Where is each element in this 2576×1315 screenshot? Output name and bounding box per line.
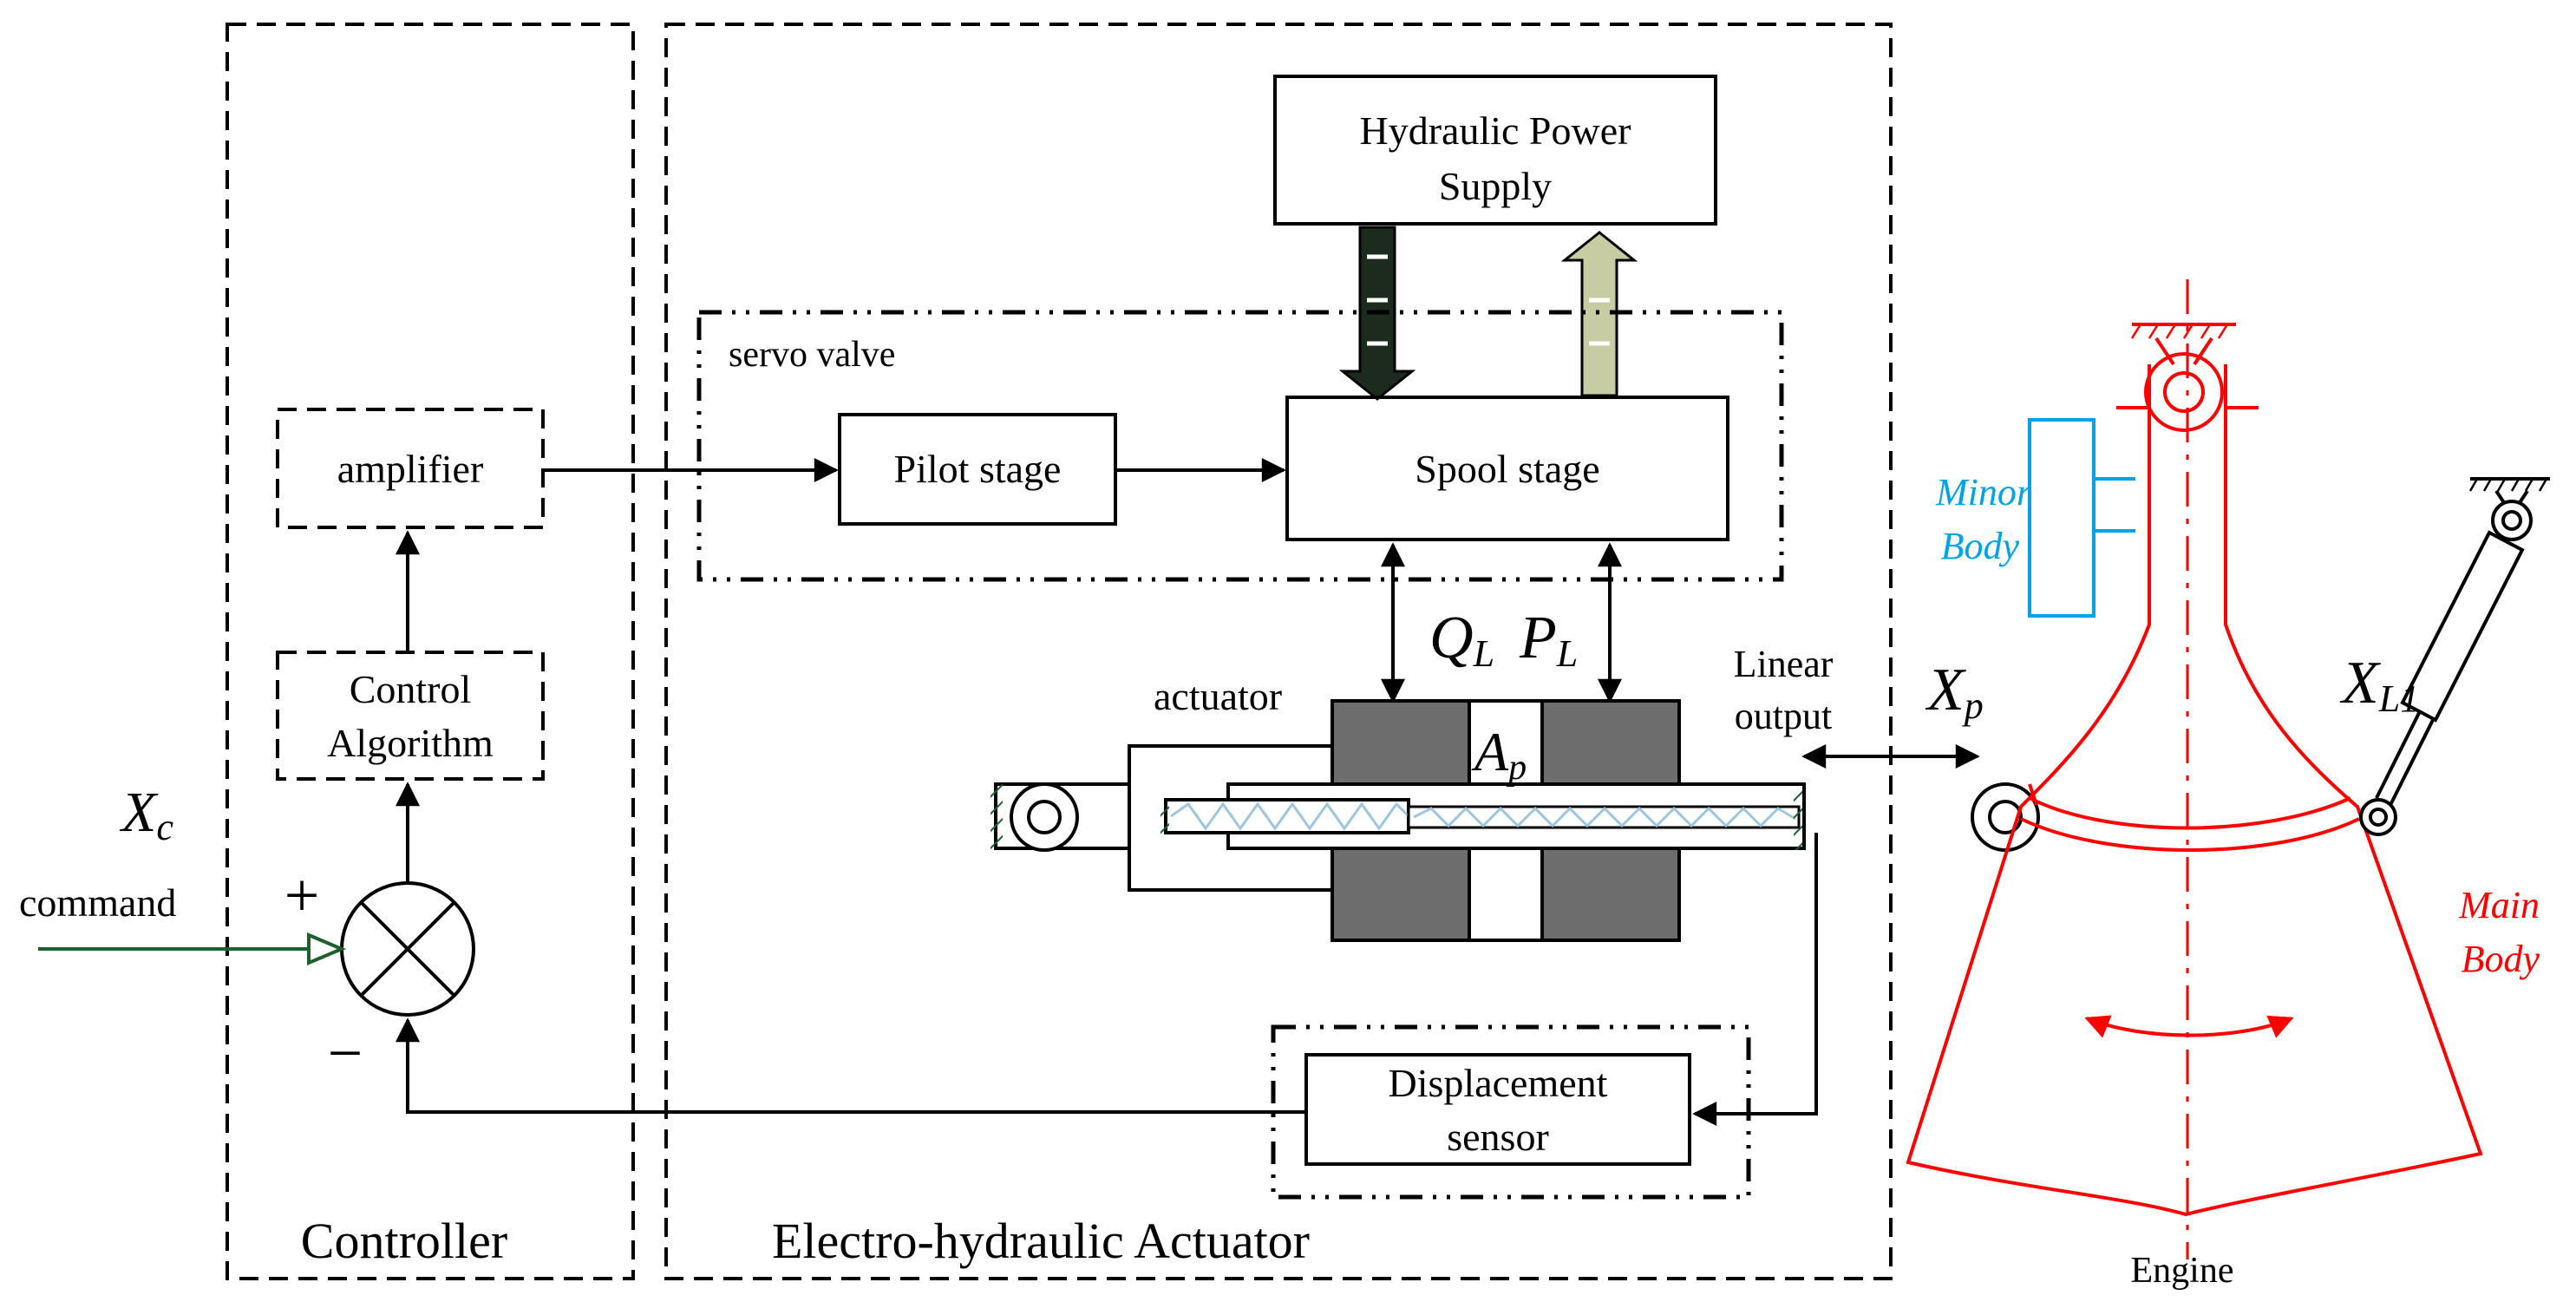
xc-label: Xc xyxy=(119,781,173,848)
engine-label: Engine xyxy=(2131,1251,2234,1291)
second-actuator xyxy=(2359,477,2550,836)
minor-body-label-1: Minor xyxy=(1935,471,2032,514)
pl-label: PL xyxy=(1519,605,1578,675)
displacement-sensor-label-2: sensor xyxy=(1447,1115,1549,1159)
hydraulic-cylinder xyxy=(991,699,2040,942)
servo-valve-label: servo valve xyxy=(729,335,895,375)
displacement-sensor-box xyxy=(1304,1053,1691,1166)
actuator-group-box xyxy=(664,23,1893,1280)
ap-label: Ap xyxy=(1471,721,1527,788)
controller-group-box xyxy=(226,23,635,1280)
main-body-label-2: Body xyxy=(2462,938,2540,980)
main-body-label-1: Main xyxy=(2458,884,2540,926)
pilot-stage-label: Pilot stage xyxy=(894,447,1062,491)
command-label: command xyxy=(19,880,176,925)
spool-stage-label: Spool stage xyxy=(1415,447,1599,491)
summing-junction xyxy=(340,881,475,1017)
minus-sign: − xyxy=(328,1018,363,1088)
rod-to-sensor-line xyxy=(1692,833,1818,1126)
minor-body-label-2: Body xyxy=(1941,525,2020,567)
actuator-label: actuator xyxy=(1154,674,1282,718)
xl1-label: XL1 xyxy=(2339,650,2419,720)
linear-output-label-2: output xyxy=(1735,695,1832,737)
ql-label: QL xyxy=(1429,605,1494,675)
minor-body xyxy=(2028,418,2135,618)
xp-label: Xp xyxy=(1925,657,1984,727)
control-algorithm-label-2: Algorithm xyxy=(327,721,494,765)
amplifier-label: amplifier xyxy=(337,447,484,491)
spool-stage-box xyxy=(1285,396,1729,541)
servo-valve-box xyxy=(696,310,1784,582)
displacement-sensor-label-1: Displacement xyxy=(1389,1061,1608,1105)
hydraulic-power-supply-label-1: Hydraulic Power xyxy=(1360,108,1631,153)
feedback-line xyxy=(396,1017,1306,1114)
plus-sign: + xyxy=(284,860,320,930)
controller-label: Controller xyxy=(301,1213,507,1269)
hydraulic-power-supply-label-2: Supply xyxy=(1439,164,1552,208)
engine-drawing xyxy=(1906,279,2483,1259)
control-algorithm-box xyxy=(276,651,545,781)
displacement-sensor-group-box xyxy=(1271,1024,1751,1200)
linear-output-label-1: Linear xyxy=(1734,643,1834,685)
control-algorithm-label-1: Control xyxy=(350,667,472,711)
actuator-group-label: Electro-hydraulic Actuator xyxy=(772,1213,1310,1269)
command-line xyxy=(38,932,347,966)
hydraulic-power-supply-box xyxy=(1273,75,1717,226)
